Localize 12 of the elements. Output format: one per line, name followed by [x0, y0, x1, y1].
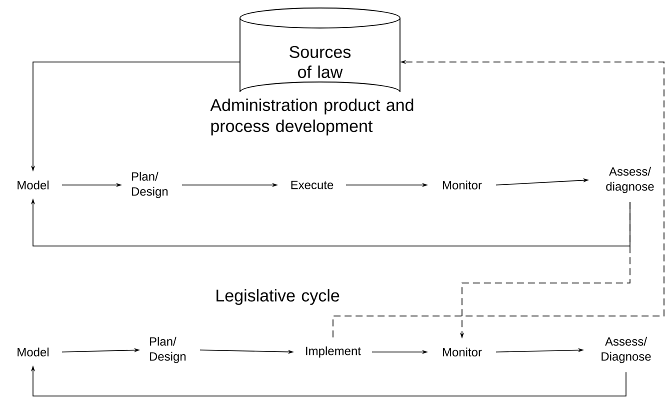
- step-label: Model: [18, 180, 49, 190]
- cylinder: Sources of law: [240, 8, 400, 92]
- step-label: Plan/ Design: [132, 172, 168, 198]
- step-label: Plan/ Design: [150, 336, 186, 364]
- heading: Legislative cycle: [216, 289, 340, 305]
- step-label: Monitor: [442, 348, 482, 356]
- step-label: Assess/ diagnose: [606, 166, 654, 194]
- step-label: Execute: [291, 180, 334, 190]
- step-label: Assess/ Diagnose: [602, 336, 651, 364]
- step-label: Model: [18, 348, 49, 356]
- step-label: Monitor: [442, 180, 482, 190]
- step-label: Implement: [306, 346, 361, 358]
